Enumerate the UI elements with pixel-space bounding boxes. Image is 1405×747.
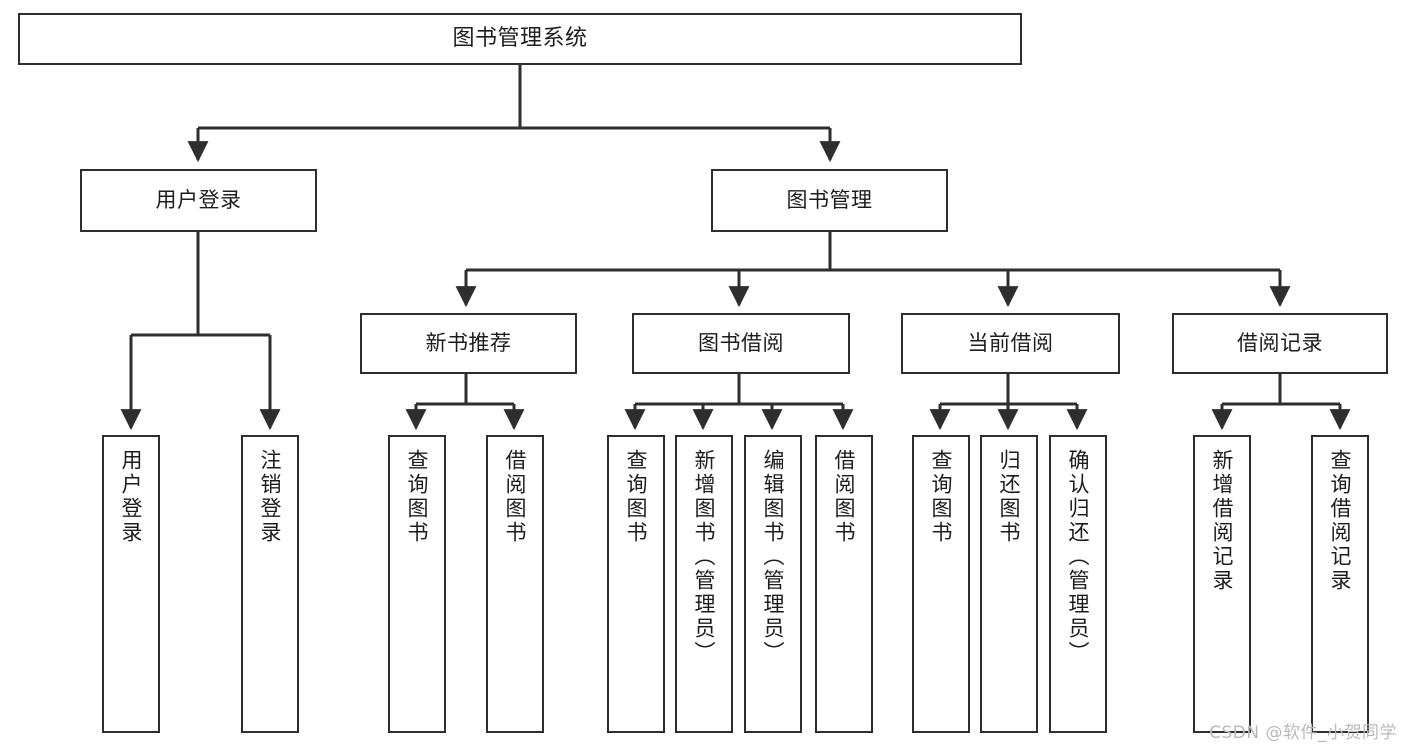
node-label: 确认归还（管理员） <box>1066 449 1091 665</box>
node-label: 用户登录 <box>155 188 242 213</box>
node-label: 归还图书 <box>997 449 1022 545</box>
node-label: 编辑图书（管理员） <box>761 449 786 665</box>
node-label: 查询图书 <box>405 449 430 545</box>
leaf-query-book-current[interactable]: 查询图书 <box>912 435 970 733</box>
node-label: 查询借阅记录 <box>1328 449 1353 593</box>
leaf-confirm-return-admin[interactable]: 确认归还（管理员） <box>1049 435 1107 733</box>
leaf-add-borrow-record[interactable]: 新增借阅记录 <box>1193 435 1251 733</box>
leaf-query-borrow-record[interactable]: 查询借阅记录 <box>1311 435 1369 733</box>
node-label: 新增借阅记录 <box>1210 449 1235 593</box>
node-label: 借阅记录 <box>1237 331 1323 356</box>
node-root-book-management-system[interactable]: 图书管理系统 <box>18 13 1022 65</box>
node-label: 图书管理系统 <box>452 26 588 52</box>
leaf-logout[interactable]: 注销登录 <box>241 435 299 733</box>
node-user-login[interactable]: 用户登录 <box>80 169 317 232</box>
node-current-borrowing[interactable]: 当前借阅 <box>901 313 1120 374</box>
leaf-return-book[interactable]: 归还图书 <box>980 435 1038 733</box>
node-label: 新书推荐 <box>425 331 512 356</box>
leaf-add-book-admin[interactable]: 新增图书（管理员） <box>675 435 733 733</box>
leaf-query-book-new[interactable]: 查询图书 <box>388 435 446 733</box>
leaf-edit-book-admin[interactable]: 编辑图书（管理员） <box>744 435 802 733</box>
node-label: 注销登录 <box>258 449 283 545</box>
node-new-book-recommendation[interactable]: 新书推荐 <box>360 313 577 374</box>
node-label: 查询图书 <box>624 449 649 545</box>
node-label: 图书借阅 <box>698 331 784 356</box>
node-label: 用户登录 <box>119 449 144 545</box>
node-book-management[interactable]: 图书管理 <box>711 169 948 232</box>
node-label: 借阅图书 <box>832 449 857 545</box>
leaf-user-login[interactable]: 用户登录 <box>102 435 160 733</box>
leaf-borrow-book[interactable]: 借阅图书 <box>815 435 873 733</box>
node-borrowing-records[interactable]: 借阅记录 <box>1172 313 1388 374</box>
node-book-borrowing[interactable]: 图书借阅 <box>632 313 850 374</box>
node-label: 借阅图书 <box>503 449 528 545</box>
node-label: 新增图书（管理员） <box>692 449 717 665</box>
leaf-borrow-book-new[interactable]: 借阅图书 <box>486 435 544 733</box>
node-label: 图书管理 <box>786 188 873 213</box>
leaf-query-book-borrow[interactable]: 查询图书 <box>607 435 665 733</box>
node-label: 查询图书 <box>929 449 954 545</box>
node-label: 当前借阅 <box>967 331 1054 356</box>
